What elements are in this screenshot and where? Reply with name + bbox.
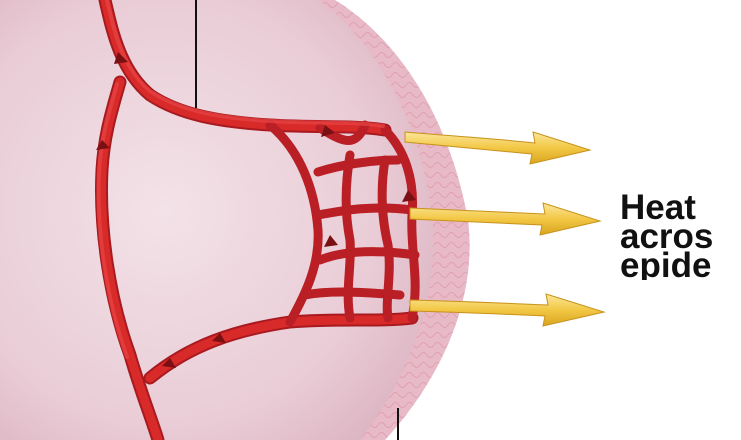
label-line-3: epide [620, 251, 741, 280]
heat-loss-label: Heat acros epide [620, 193, 741, 280]
dermis-layer [0, 0, 433, 440]
